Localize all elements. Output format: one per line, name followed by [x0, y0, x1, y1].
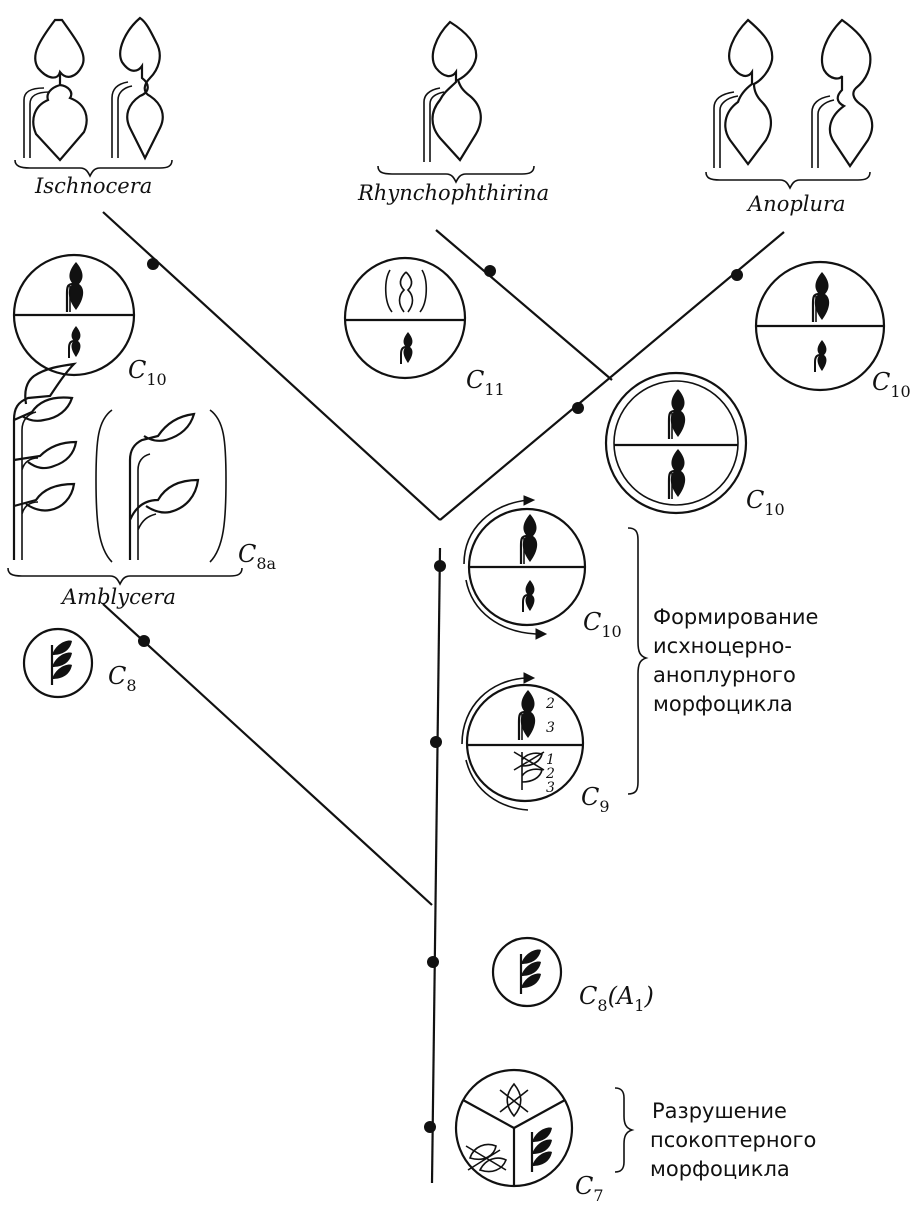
upper-number: 2 [545, 696, 555, 712]
node-dot [434, 560, 446, 572]
morphocycle-c10-double [604, 371, 748, 515]
node-dot [147, 258, 159, 270]
tree-branches [102, 211, 785, 1184]
lower-number: 1 [546, 752, 555, 768]
node-dot [484, 265, 496, 277]
taxon-label-amblycera: Amblycera [60, 585, 176, 609]
node-dot [731, 269, 743, 281]
taxon-label-anoplura: Anoplura [746, 192, 846, 216]
morphocycle-c8-a1 [491, 936, 563, 1008]
node-dot [572, 402, 584, 414]
formation-bracket [627, 527, 649, 795]
node-dot [138, 635, 150, 647]
destruction-annotation: Разрушение псокоптерного морфоцикла [650, 1099, 823, 1181]
morphocycle-c11 [343, 256, 467, 380]
anoplura-drawings [705, 18, 874, 190]
lower-number: 2 [545, 766, 555, 782]
taxon-label-rhynchophthirina: Rhynchophthirina [357, 181, 549, 205]
lower-number: 3 [546, 780, 555, 796]
label-c8a: C8a [238, 540, 277, 573]
morphocycle-c10-anoplura [754, 260, 886, 392]
label-c10-arrows: C10 [583, 608, 622, 641]
formation-annotation: Формирование исхноцерно- аноплурного мор… [653, 605, 825, 716]
morphocycle-c10-arrows [463, 495, 587, 640]
label-c10-double: C10 [746, 486, 785, 519]
label-c10-ischnocera: C10 [128, 356, 167, 389]
label-c8-a1: C8(A1) [579, 982, 654, 1015]
rhynchophthirina-drawings [377, 20, 535, 184]
label-c9: C9 [581, 783, 610, 816]
morphocycle-c7 [454, 1068, 574, 1188]
destruction-bracket [614, 1087, 635, 1173]
tree-nodes [138, 258, 743, 1133]
taxon-label-ischnocera: Ischnocera [34, 174, 152, 198]
label-c8: C8 [108, 662, 137, 695]
morphocycle-c8 [22, 627, 94, 699]
node-dot [427, 956, 439, 968]
morphocycle-c9: 2 3 1 2 3 [461, 672, 585, 811]
node-dot [430, 736, 442, 748]
upper-number: 3 [546, 720, 555, 736]
ischnocera-drawings [14, 16, 173, 178]
label-c11: C11 [466, 366, 505, 399]
morphocycle-c10-ischnocera [12, 253, 136, 377]
label-c10-anoplura: C10 [872, 368, 911, 401]
node-dot [424, 1121, 436, 1133]
label-c7: C7 [575, 1172, 604, 1205]
amblycera-drawings [7, 362, 243, 586]
